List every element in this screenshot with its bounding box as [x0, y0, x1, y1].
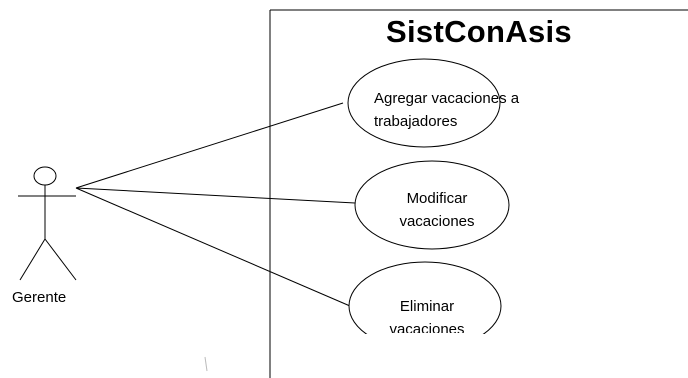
- use-case-label-line: Eliminar: [399, 298, 455, 315]
- use-case-agregar[interactable]: [347, 58, 501, 148]
- use-case-label-line: vacaciones: [389, 321, 465, 333]
- actor-figure: [18, 166, 77, 281]
- association-line-agregar: [75, 102, 344, 189]
- use-case-label-line: vacaciones: [399, 213, 475, 230]
- use-case-label-line: Agregar vacaciones a: [374, 90, 520, 107]
- use-case-label-line: trabajadores: [374, 113, 458, 130]
- artifact-mark: [204, 356, 208, 372]
- use-case-label-line: Modificar: [406, 190, 468, 207]
- association-line-eliminar: [75, 187, 351, 307]
- actor-name: Gerente: [12, 289, 67, 306]
- use-case-label-eliminar: Eliminar vacaciones: [352, 295, 502, 333]
- actor-right-leg: [44, 238, 77, 281]
- association-line-modificar: [75, 187, 356, 204]
- bottom-clip: [340, 334, 540, 378]
- use-case-label-agregar: Agregar vacaciones a trabajadores: [374, 87, 554, 133]
- use-case-modificar[interactable]: [354, 160, 510, 250]
- actor-head: [33, 166, 57, 186]
- system-title: SistConAsis: [386, 14, 572, 49]
- use-case-label-modificar: Modificar vacaciones: [362, 187, 512, 233]
- actor-left-leg: [19, 238, 46, 281]
